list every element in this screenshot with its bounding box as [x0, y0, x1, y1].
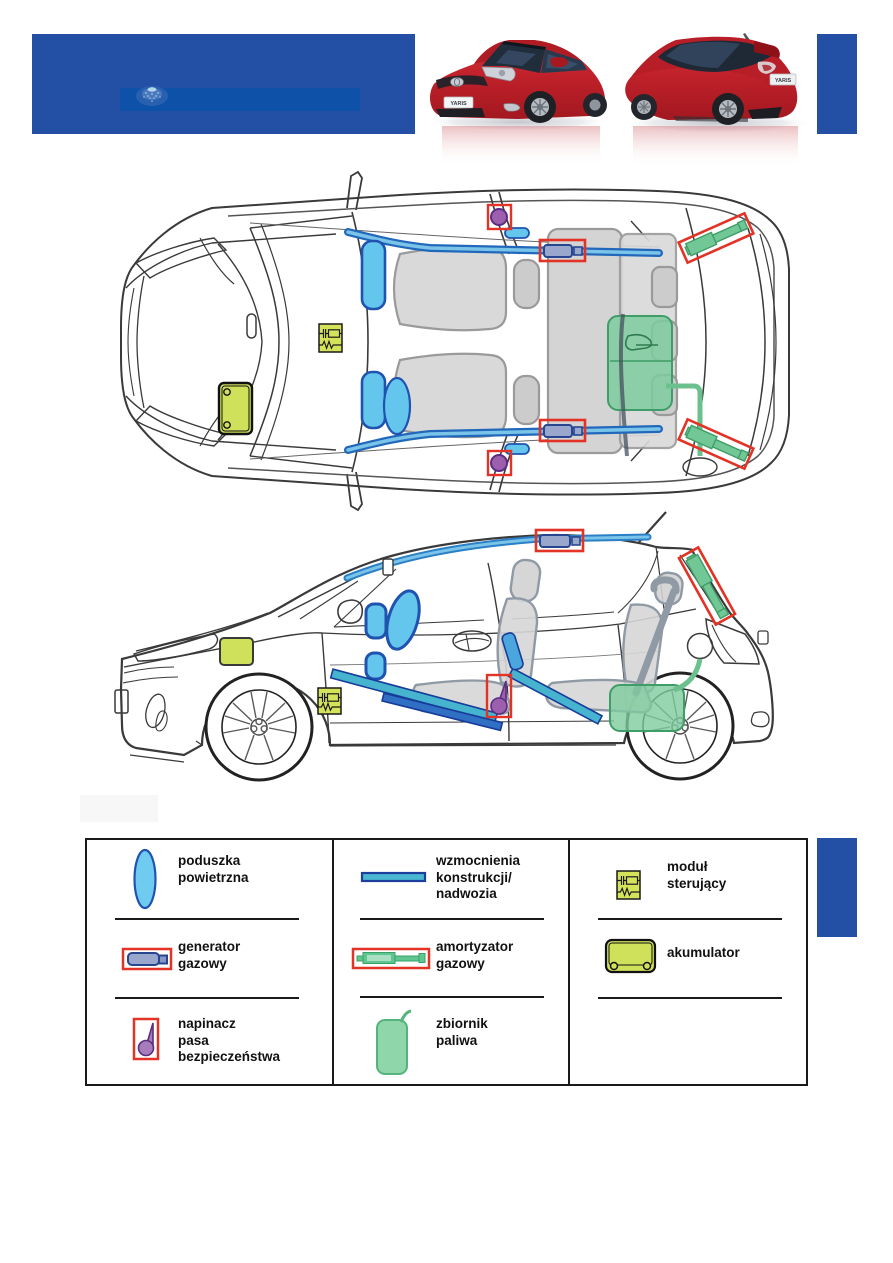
- svg-text:YARIS: YARIS: [775, 78, 792, 84]
- svg-text:YARIS: YARIS: [450, 101, 467, 107]
